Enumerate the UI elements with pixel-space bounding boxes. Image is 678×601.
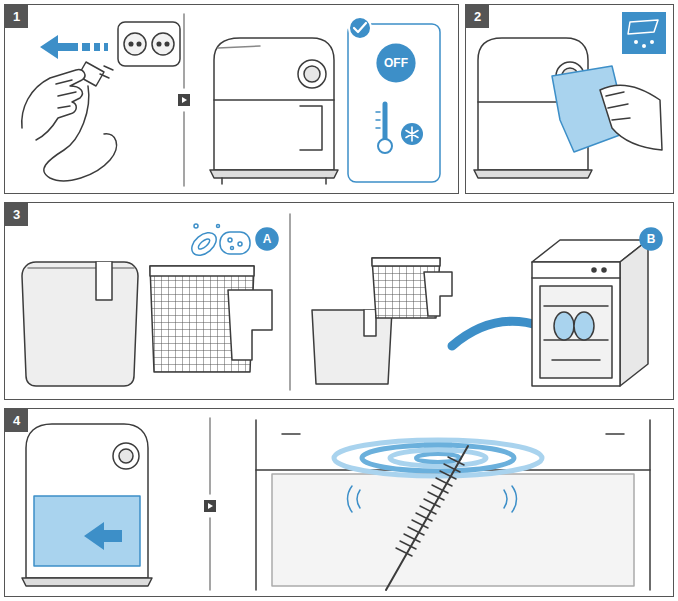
step-number: 2 — [474, 10, 481, 23]
step-panel: 3A B — [4, 202, 674, 400]
unplug-arrow — [40, 35, 108, 59]
brush-sponge-icon — [187, 224, 250, 260]
badge-label: A — [263, 233, 272, 245]
wall-socket — [118, 22, 180, 66]
badge-label: B — [647, 233, 656, 245]
fryer-basket — [372, 258, 452, 318]
step-panel: 4 — [4, 408, 674, 597]
dishwasher — [532, 240, 648, 386]
badge-circle: A — [255, 227, 279, 251]
step-panel: 2 — [465, 4, 674, 194]
cleaning-cloth — [552, 66, 662, 152]
damp-cloth-icon — [622, 12, 666, 54]
air-fryer — [210, 38, 338, 184]
fryer-basket — [150, 266, 272, 372]
step-tab: 2 — [466, 5, 489, 28]
step-tab: 4 — [5, 409, 28, 432]
badge-circle: B — [639, 227, 663, 251]
to-dishwasher-arrow — [452, 321, 540, 346]
inside-arrow — [84, 522, 122, 550]
off-cool-card — [348, 17, 440, 182]
badge-circle: OFF — [376, 43, 416, 83]
badge-label: OFF — [384, 57, 408, 69]
step-tab: 3 — [5, 203, 28, 226]
step-number: 1 — [13, 10, 20, 23]
air-fryer-open — [22, 424, 152, 586]
hand-with-plug — [22, 62, 117, 181]
step-number: 4 — [13, 414, 20, 427]
step-number: 3 — [13, 208, 20, 221]
step-panel: 1OFF — [4, 4, 459, 194]
cleaning-brush — [386, 446, 468, 590]
fryer-pan — [312, 310, 392, 384]
step-tab: 1 — [5, 5, 28, 28]
heating-element-view — [256, 420, 650, 590]
fryer-pan — [22, 262, 138, 386]
